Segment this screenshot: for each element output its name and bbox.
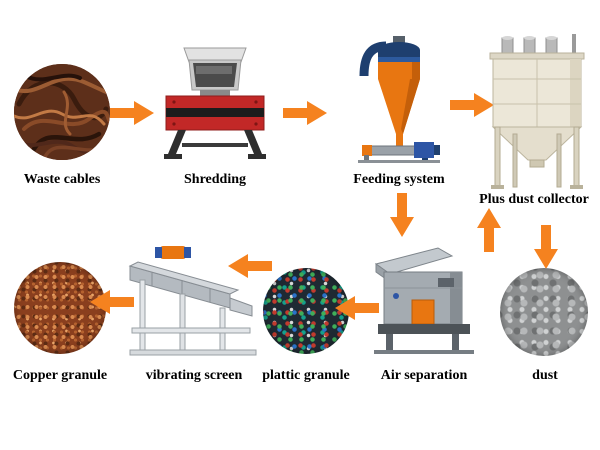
copper-granule-label: Copper granule — [12, 368, 108, 383]
waste-cables-photo-icon — [14, 64, 110, 160]
cyclone-feeder-icon — [352, 36, 447, 174]
air-separation-label: Air separation — [380, 368, 468, 383]
plastic-granule-label: plattic granule — [262, 368, 350, 383]
vibrating-screen-label: vibrating screen — [145, 368, 243, 383]
shredding-label: Shredding — [184, 172, 246, 187]
arrow-feeding-to-airsep-icon — [389, 193, 415, 237]
arrow-shredding-to-feeding-icon — [283, 100, 327, 126]
arrow-cables-to-shredding-icon — [110, 100, 154, 126]
feeding-system-label: Feeding system — [353, 172, 445, 187]
arrow-feeding-to-collector-icon — [450, 92, 494, 118]
cables-texture-icon — [14, 64, 110, 160]
dust-label: dust — [532, 368, 558, 383]
air-separator-icon — [372, 242, 477, 362]
arrow-airsep-to-collector-icon — [476, 208, 502, 252]
vibrating-screen-icon — [122, 232, 272, 362]
plastic-granule-photo-icon — [263, 268, 349, 354]
shredder-machine-icon — [160, 46, 270, 164]
arrow-airsep-to-screen-icon — [228, 253, 272, 279]
arrow-collector-to-dust-icon — [533, 225, 559, 269]
copper-granule-photo-icon — [14, 262, 106, 354]
waste-cables-label: Waste cables — [23, 172, 101, 187]
dust-collector-icon — [480, 34, 595, 194]
dust-collector-label: Plus dust collector — [479, 192, 589, 207]
arrow-screen-to-copper-icon — [90, 289, 134, 315]
arrow-airsep-to-plastic-icon — [335, 295, 379, 321]
dust-photo-icon — [500, 268, 588, 356]
